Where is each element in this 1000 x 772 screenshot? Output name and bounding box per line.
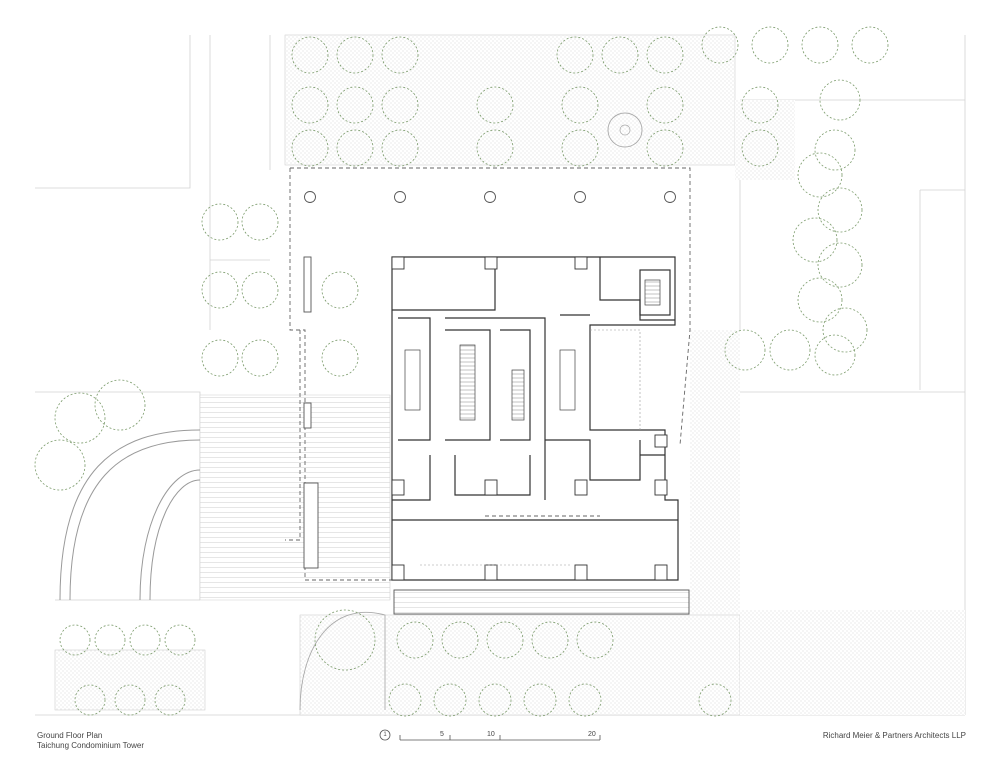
trees: [34, 26, 889, 717]
title-block: Ground Floor Plan Taichung Condominium T…: [37, 731, 144, 751]
interior-dashed: [420, 329, 641, 566]
drawing-title: Ground Floor Plan: [37, 731, 103, 740]
north-arrow-icon: [379, 729, 391, 741]
architect-credit: Richard Meier & Partners Architects LLP: [822, 731, 966, 740]
tower-footprint: [391, 256, 679, 581]
scale-tick-10: 10: [487, 731, 495, 738]
project-name: Taichung Condominium Tower: [37, 741, 145, 750]
podium-dashed-outline: [285, 167, 691, 581]
curved-entry-wall: [59, 429, 201, 601]
core-stairs: [404, 279, 661, 421]
planters: [303, 256, 690, 615]
scale-tick-5: 5: [440, 731, 444, 738]
paving-areas: [54, 34, 965, 716]
scale-bar: [379, 729, 601, 741]
canopy-columns: [304, 191, 676, 203]
drop-off-circle: [607, 112, 643, 148]
structural-columns: [391, 256, 668, 581]
north-mark: 1: [383, 732, 387, 738]
curved-path: [299, 611, 386, 711]
scale-tick-20: 20: [588, 731, 596, 738]
